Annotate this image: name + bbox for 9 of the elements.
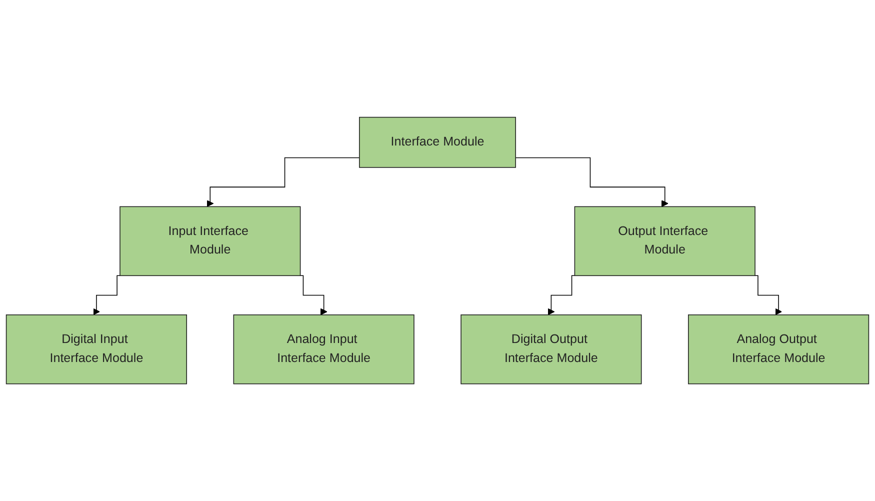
arrow	[206, 157, 360, 207]
node-box: Digital Output Interface Module	[460, 314, 642, 384]
node-box: Analog Input Interface Module	[233, 314, 414, 384]
arrow	[515, 157, 668, 207]
node-box: Output Interface Module	[574, 206, 756, 276]
node-box: Interface Module	[359, 116, 516, 168]
node-box: Digital Input Interface Module	[6, 314, 187, 384]
node-box: Analog Output Interface Module	[688, 314, 870, 384]
node-box: Input Interface Module	[120, 206, 301, 276]
